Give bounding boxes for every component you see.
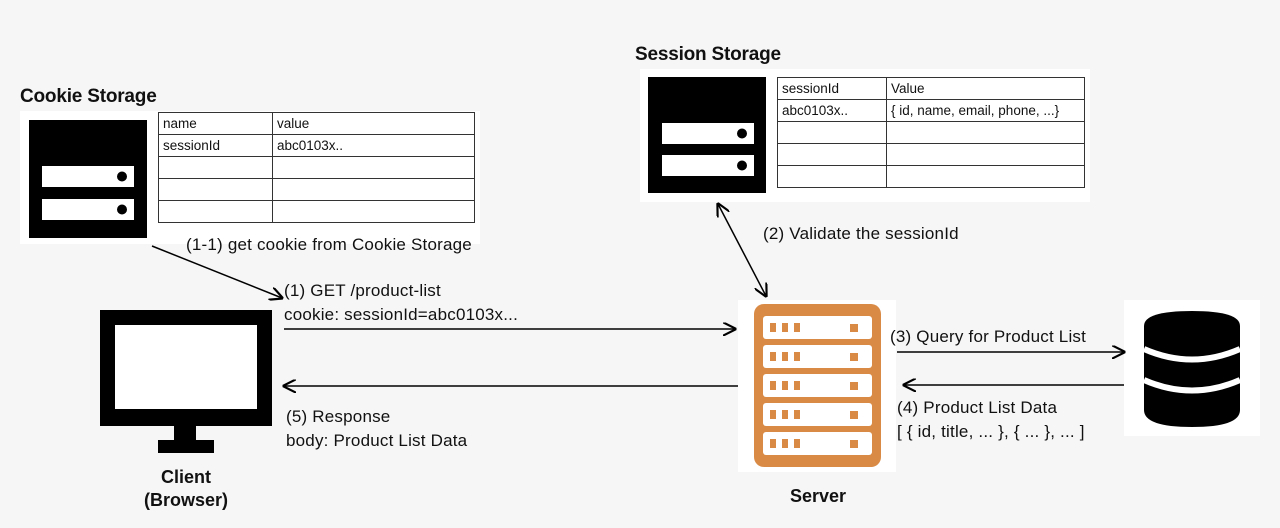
table-row xyxy=(777,165,1085,188)
table-row xyxy=(777,121,1085,144)
arrow-validate xyxy=(718,204,766,296)
table-cell: abc0103x.. xyxy=(777,99,887,122)
step-4-line1: (4) Product List Data xyxy=(897,398,1058,417)
server-label: Server xyxy=(789,486,847,506)
session-storage-title: Session Storage xyxy=(635,44,781,65)
session-storage-table: sessionId Value abc0103x.. { id, name, e… xyxy=(777,77,1085,188)
table-cell: { id, name, email, phone, ...} xyxy=(886,99,1085,122)
client-label-line1: Client xyxy=(160,467,211,487)
table-cell: sessionId xyxy=(158,134,273,157)
step-3-label: (3) Query for Product List xyxy=(890,327,1087,346)
step-4-label: (4) Product List Data [ { id, title, ...… xyxy=(897,396,1085,444)
client-label: Client (Browser) xyxy=(120,466,252,512)
step-5-line2: body: Product List Data xyxy=(286,431,468,450)
table-row: sessionId abc0103x.. xyxy=(158,134,475,157)
arrow-get-cookie xyxy=(151,245,282,298)
step-1-line1: (1) GET /product-list xyxy=(284,281,441,300)
step-1-1-label: (1-1) get cookie from Cookie Storage xyxy=(186,235,472,254)
cookie-storage-title: Cookie Storage xyxy=(20,86,157,107)
table-row xyxy=(158,156,475,179)
table-cell xyxy=(272,200,475,223)
step-1-label: (1) GET /product-list cookie: sessionId=… xyxy=(284,279,518,327)
cookie-storage-table: name value sessionId abc0103x.. xyxy=(158,112,475,223)
table-row xyxy=(158,200,475,223)
client-label-line2: (Browser) xyxy=(143,490,228,510)
step-4-line2: [ { id, title, ... }, { ... }, ... ] xyxy=(897,422,1085,441)
step-5-label: (5) Response body: Product List Data xyxy=(286,405,467,453)
table-cell xyxy=(886,165,1085,188)
step-5-line1: (5) Response xyxy=(286,407,391,426)
table-row xyxy=(777,143,1085,166)
table-row: abc0103x.. { id, name, email, phone, ...… xyxy=(777,99,1085,122)
step-2-label: (2) Validate the sessionId xyxy=(763,224,959,243)
step-1-line2: cookie: sessionId=abc0103x... xyxy=(284,305,519,324)
